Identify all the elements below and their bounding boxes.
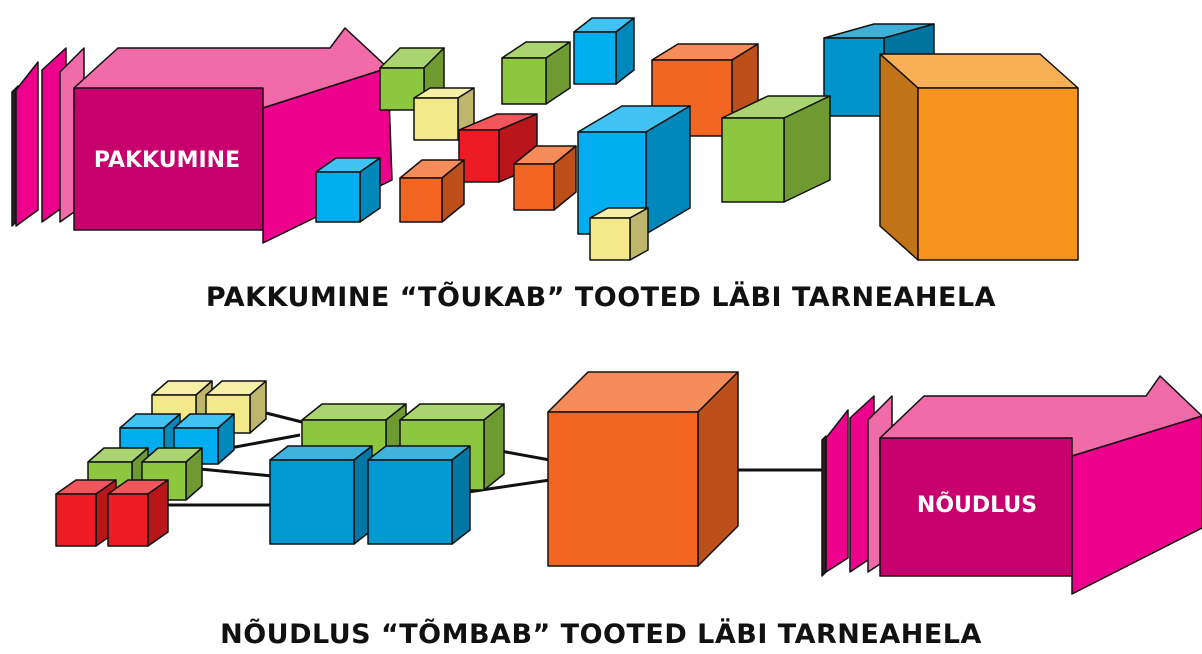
big-orange-cube xyxy=(879,53,1079,261)
push-arrow-label: PAKKUMINE xyxy=(94,148,240,173)
green-cube xyxy=(721,95,831,203)
big-orange-cube xyxy=(547,371,739,567)
arrow-slat xyxy=(825,409,849,573)
blue-cube xyxy=(269,445,373,545)
blue-cube xyxy=(573,17,635,85)
push-arrow xyxy=(11,27,393,244)
arrow-head xyxy=(1071,415,1202,595)
pull-arrow-label: NÕUDLUS xyxy=(917,492,1037,518)
blue-cube xyxy=(315,157,381,223)
arrow-head xyxy=(262,67,393,244)
orange-cube xyxy=(399,159,465,223)
arrow-slat xyxy=(15,61,39,227)
red-cube xyxy=(107,479,169,547)
push-caption: PAKKUMINE “TÕUKAB” TOOTED LÄBI TARNEAHEL… xyxy=(205,282,997,313)
green-cube xyxy=(379,47,445,111)
yellow-cube xyxy=(589,207,649,261)
orange-cube xyxy=(513,145,577,211)
connector-line xyxy=(189,466,273,478)
blue-cube xyxy=(367,445,471,545)
connector-line xyxy=(229,433,301,450)
red-cube xyxy=(55,479,117,547)
scattered-cubes xyxy=(315,17,1079,261)
pull-caption: NÕUDLUS “TÕMBAB” TOOTED LÄBI TARNEAHELA xyxy=(220,619,982,650)
ordered-cubes xyxy=(55,371,739,567)
pull-arrow xyxy=(821,375,1202,595)
green-cube xyxy=(501,41,571,105)
